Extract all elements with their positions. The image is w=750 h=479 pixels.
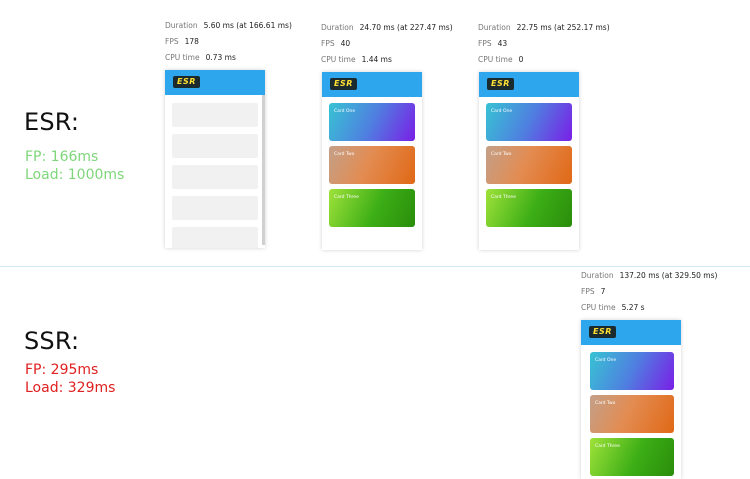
duration-value: 5.60 ms (at 166.61 ms) [203, 21, 292, 30]
fps-label: FPS [581, 287, 595, 296]
ssr-title: SSR: [24, 327, 80, 355]
esr-logo: ESR [330, 78, 357, 90]
duration-value: 22.75 ms (at 252.17 ms) [516, 23, 610, 32]
duration-label: Duration [165, 21, 198, 30]
app-header-bar: ESR [322, 72, 422, 97]
cpu-value: 1.44 ms [361, 55, 392, 64]
card-three[interactable]: Card Three [329, 189, 415, 227]
card-label: Card One [334, 109, 356, 114]
frame-3-stats: Duration 22.75 ms (at 252.17 ms) FPS 43 CP… [478, 20, 610, 68]
ssr-load-metric: Load: 329ms [25, 380, 116, 396]
app-header-bar: ESR [165, 70, 265, 95]
cpu-value: 5.27 s [621, 303, 645, 312]
card-label: Card Three [595, 444, 620, 449]
card-two[interactable]: Card Two [329, 146, 415, 184]
skeleton-block [172, 227, 258, 248]
card-label: Card Two [334, 152, 355, 157]
card-label: Card One [491, 109, 513, 114]
card-two[interactable]: Card Two [486, 146, 572, 184]
skeleton-block [172, 134, 258, 158]
fps-value: 40 [340, 39, 351, 48]
frame-4-phone: ESR Card One Card Two Card Three [581, 320, 681, 479]
fps-label: FPS [165, 37, 179, 46]
cpu-value: 0.73 ms [205, 53, 236, 62]
card-one[interactable]: Card One [329, 103, 415, 141]
skeleton-block [172, 103, 258, 127]
esr-load-metric: Load: 1000ms [25, 167, 125, 183]
skeleton-block [172, 196, 258, 220]
frame-2-phone: ESR Card One Card Two Card Three [322, 72, 422, 250]
fps-label: FPS [321, 39, 335, 48]
card-three[interactable]: Card Three [486, 189, 572, 227]
esr-logo: ESR [173, 76, 200, 88]
duration-label: Duration [321, 23, 354, 32]
frame-4-stats: Duration 137.20 ms (at 329.50 ms) FPS 7 CP… [581, 268, 717, 316]
cpu-label: CPU time [478, 55, 513, 64]
scrollbar[interactable] [262, 95, 265, 245]
card-label: Card Three [491, 195, 516, 200]
card-label: Card Two [491, 152, 512, 157]
card-one[interactable]: Card One [590, 352, 674, 390]
frame-1-phone: ESR [165, 70, 265, 248]
card-label: Card One [595, 358, 617, 363]
card-label: Card Three [334, 195, 359, 200]
cpu-label: CPU time [581, 303, 616, 312]
esr-fp-metric: FP: 166ms [25, 149, 99, 165]
frame-2-stats: Duration 24.70 ms (at 227.47 ms) FPS 40 CP… [321, 20, 453, 68]
fps-value: 178 [184, 37, 199, 46]
cpu-label: CPU time [165, 53, 200, 62]
duration-label: Duration [478, 23, 511, 32]
section-divider [0, 266, 750, 267]
fps-value: 43 [497, 39, 508, 48]
esr-logo: ESR [589, 326, 616, 338]
duration-label: Duration [581, 271, 614, 280]
fps-label: FPS [478, 39, 492, 48]
card-three[interactable]: Card Three [590, 438, 674, 476]
card-two[interactable]: Card Two [590, 395, 674, 433]
card-one[interactable]: Card One [486, 103, 572, 141]
esr-title: ESR: [24, 108, 80, 136]
esr-logo: ESR [487, 78, 514, 90]
frame-3-phone: ESR Card One Card Two Card Three [479, 72, 579, 250]
app-header-bar: ESR [479, 72, 579, 97]
duration-value: 24.70 ms (at 227.47 ms) [359, 23, 453, 32]
cpu-value: 0 [518, 55, 524, 64]
skeleton-block [172, 165, 258, 189]
ssr-fp-metric: FP: 295ms [25, 362, 99, 378]
cpu-label: CPU time [321, 55, 356, 64]
duration-value: 137.20 ms (at 329.50 ms) [619, 271, 718, 280]
app-header-bar: ESR [581, 320, 681, 345]
fps-value: 7 [600, 287, 606, 296]
card-label: Card Two [595, 401, 616, 406]
frame-1-stats: Duration 5.60 ms (at 166.61 ms) FPS 178 CP… [165, 18, 292, 66]
